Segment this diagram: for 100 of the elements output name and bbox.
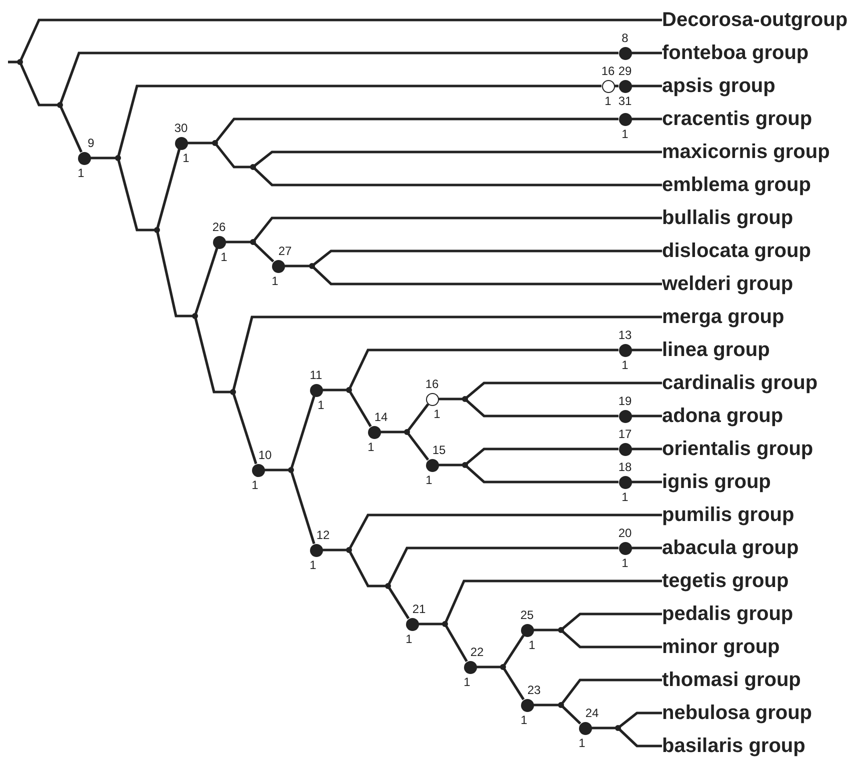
character-number: 29 (618, 64, 632, 78)
character-number: 20 (618, 526, 632, 540)
character-number: 30 (174, 122, 188, 134)
character-number: 27 (278, 244, 292, 258)
taxon-label: pumilis group (662, 503, 794, 527)
tree-branch (476, 666, 503, 668)
taxon-label: cardinalis group (662, 371, 818, 395)
character-dot (310, 384, 322, 396)
character-dot (618, 80, 632, 92)
character-number: 15 (432, 444, 446, 456)
branch-junction (230, 389, 236, 395)
tree-branch (290, 470, 316, 544)
state-number: 1 (426, 474, 432, 486)
taxon-label: tegetis group (662, 569, 789, 593)
tree-branch (632, 546, 662, 550)
character-number: 24 (585, 706, 599, 720)
character-number: 16 (601, 64, 615, 78)
tree-branch (502, 666, 525, 700)
character-number: 8 (622, 32, 628, 44)
tree-branch (232, 392, 258, 464)
branch-junction (250, 239, 256, 245)
tree-branch (90, 156, 118, 160)
character-number: 17 (618, 428, 632, 440)
character-number: 13 (618, 328, 632, 342)
tree-branch (632, 118, 662, 120)
tree-branch (116, 158, 157, 232)
tree-branch (617, 727, 662, 748)
state-number: 1 (622, 556, 628, 570)
character-dot (426, 458, 438, 472)
taxon-label: dislocata group (662, 239, 811, 263)
taxon-label: adona group (662, 404, 784, 428)
taxon-label: pedalis group (662, 602, 794, 626)
taxon-label: orientalis group (662, 437, 814, 461)
branch-junction (385, 583, 391, 589)
tree-branch (614, 84, 618, 88)
branch-junction (115, 155, 121, 161)
taxon-label: cracentis group (662, 107, 812, 131)
character-dot (212, 236, 226, 248)
state-number: 1 (622, 490, 628, 504)
state-number: 31 (618, 94, 632, 108)
character-dot (618, 442, 632, 456)
character-number: 12 (316, 528, 330, 542)
tree-branch (8, 60, 20, 64)
taxon-label: abacula group (662, 536, 799, 560)
state-number: 1 (604, 94, 612, 108)
tree-branch (264, 468, 291, 472)
state-number: 1 (520, 714, 528, 726)
tree-branch (348, 389, 372, 428)
open-character-dot (602, 80, 614, 92)
tree-branch (232, 316, 662, 392)
taxon-label: merga group (662, 305, 784, 329)
tree-branch (311, 265, 662, 286)
character-dot (618, 344, 632, 356)
character-dot (464, 660, 476, 674)
tree-branch (406, 431, 430, 461)
branch-junction (309, 263, 315, 269)
state-number: 1 (622, 358, 628, 372)
tree-branch (418, 622, 445, 626)
tree-branch (406, 403, 430, 433)
state-number: 1 (368, 440, 374, 454)
state-number: 1 (78, 166, 84, 180)
tree-branch (464, 382, 662, 400)
tree-branch (464, 464, 618, 484)
tree-branch (534, 704, 561, 706)
tree-branch (214, 142, 253, 168)
branch-junction (57, 102, 63, 108)
tree-branch (386, 585, 410, 620)
taxon-label: welderi group (662, 272, 794, 296)
tree-branch (464, 398, 618, 418)
state-number: 1 (434, 408, 440, 420)
character-dot (174, 136, 188, 150)
tree-branch (632, 480, 662, 484)
tree-branch (252, 166, 662, 186)
taxon-label: bullalis group (662, 206, 794, 230)
branch-junction (154, 227, 160, 233)
character-dot (272, 260, 284, 272)
tree-branch (156, 230, 195, 318)
character-dot (520, 698, 534, 712)
branch-junction (615, 725, 621, 731)
tree-branch (438, 464, 465, 466)
tree-branch (632, 414, 662, 418)
taxon-label: nebulosa group (662, 701, 812, 725)
tree-branch (560, 704, 582, 724)
tree-branch (502, 634, 525, 668)
state-number: 1 (622, 128, 628, 140)
taxon-label: apsis group (662, 74, 776, 98)
character-dot (578, 722, 592, 734)
tree-branch (322, 548, 349, 552)
state-number: 1 (310, 558, 316, 572)
tree-branch (380, 430, 407, 434)
character-number: 14 (374, 410, 388, 424)
character-dot (618, 542, 632, 554)
tree-branch (438, 398, 465, 400)
tree-branch (194, 248, 218, 316)
taxon-label: minor group (662, 635, 780, 659)
state-number: 1 (182, 152, 190, 164)
branch-junction (346, 547, 352, 553)
character-number: 10 (258, 448, 272, 462)
tree-branch (290, 396, 316, 470)
branch-junction (462, 462, 468, 468)
